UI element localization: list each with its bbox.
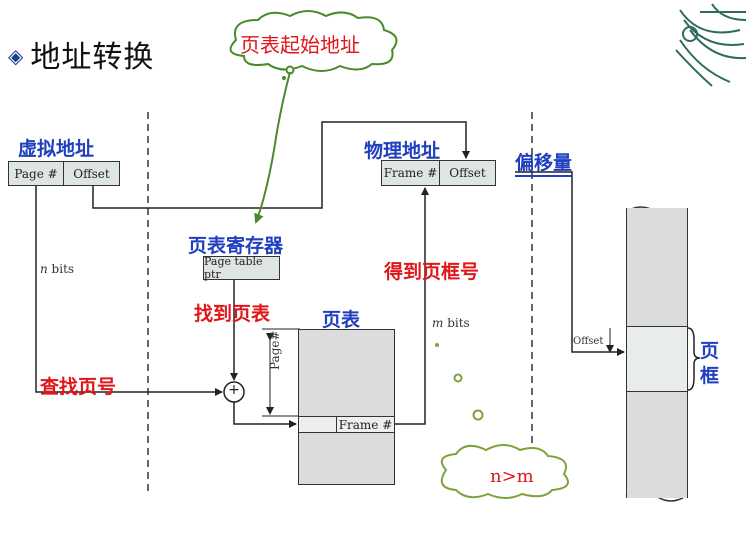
- page-number-line: [35, 186, 223, 396]
- page-table-row: Frame #: [299, 416, 394, 433]
- adder-to-table-line: [233, 402, 297, 428]
- frame-label-1: 页: [700, 340, 720, 362]
- memory-frame: [627, 326, 687, 392]
- virtual-address-label: 虚拟地址: [18, 138, 95, 160]
- memory-offset-tag: Offset: [573, 336, 604, 347]
- decorative-ornament-icon: [675, 3, 747, 87]
- offset-to-memory-line: [515, 171, 625, 356]
- callout-page-table-start: 页表起始地址: [240, 33, 360, 57]
- virtual-offset-field: Offset: [63, 161, 120, 186]
- frame-number-cell: Frame #: [336, 417, 394, 432]
- callout-n-gt-m: n>m: [490, 466, 534, 487]
- page-table-ptr-box: Page table ptr: [203, 255, 280, 281]
- cloud-n-gt-m: [440, 444, 569, 499]
- memory-bar: [626, 208, 688, 498]
- offset-label: 偏移量: [515, 148, 573, 177]
- page-title: ◈地址转换: [8, 40, 155, 75]
- diamond-bullet-icon: ◈: [8, 44, 25, 68]
- page-table: Frame #: [298, 329, 395, 485]
- virtual-page-field: Page #: [8, 161, 64, 186]
- step-lookup-page-number: 查找页号: [40, 376, 117, 398]
- step-get-frame-number: 得到页框号: [384, 261, 480, 283]
- physical-frame-field: Frame #: [381, 160, 440, 186]
- adder-symbol: +: [228, 382, 240, 398]
- page-table-label: 页表: [322, 309, 361, 331]
- frame-label-2: 框: [700, 365, 720, 387]
- page-table-register-label: 页表寄存器: [188, 235, 284, 257]
- callout-arrow: [254, 71, 291, 224]
- n-bits-label: n bits: [40, 262, 75, 276]
- offset-line: [92, 121, 470, 209]
- step-find-page-table: 找到页表: [194, 303, 271, 325]
- frame-number-line: [395, 187, 429, 425]
- m-bits-label: m bits: [432, 316, 470, 330]
- physical-address-label: 物理地址: [364, 140, 441, 162]
- frame-bracket: [687, 327, 701, 391]
- cloud-page-table-start: [229, 10, 398, 72]
- page-index-label: Page#: [268, 330, 282, 370]
- physical-offset-field: Offset: [439, 160, 496, 186]
